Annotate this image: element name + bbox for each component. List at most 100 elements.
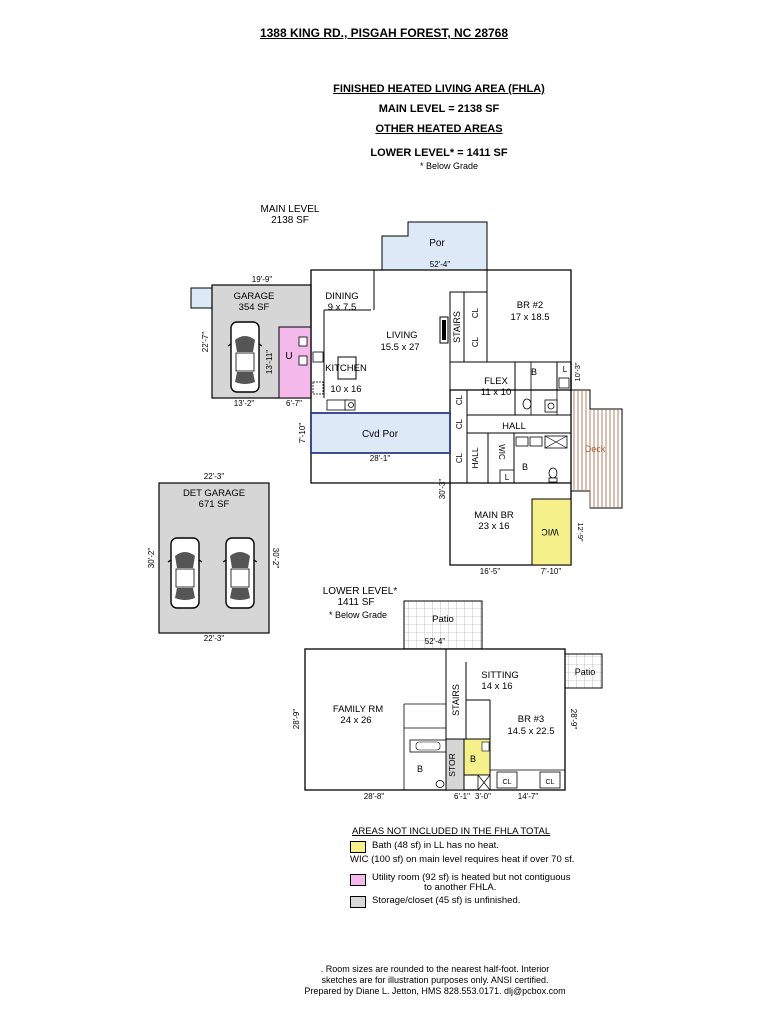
family-size: 24 x 26	[340, 715, 371, 726]
sitting-size: 14 x 16	[481, 681, 512, 692]
footer-line-2: sketches are for illustration purposes o…	[321, 975, 549, 985]
dim-garage-top: 19'-9"	[252, 275, 273, 284]
hall-label: HALL	[502, 421, 526, 432]
main-wic-yellow-label: WIC	[541, 527, 559, 537]
footer-line-3: Prepared by Diane L. Jetton, HMS 828.553…	[304, 986, 566, 996]
dining-size: 9 x 7.5	[328, 302, 357, 313]
garage-stoop	[190, 287, 213, 309]
det-dim-left: 30'-2"	[147, 548, 156, 569]
deck-label: Deck	[585, 444, 606, 454]
side-patio	[564, 653, 603, 689]
main-cl-3: CL	[455, 394, 464, 405]
lower-bath-1: B	[417, 764, 423, 774]
dim-top: 52'-4"	[430, 260, 451, 269]
lower-patio	[403, 600, 483, 650]
main-wic	[531, 498, 572, 566]
below-grade-note: * Below Grade	[419, 161, 479, 171]
bath-main-label: B	[522, 462, 528, 472]
lower-level-title: LOWER LEVEL*	[323, 586, 398, 597]
deck	[570, 389, 623, 509]
lower-walls	[304, 648, 566, 791]
family-label: FAMILY RM	[333, 704, 383, 715]
garage-label: GARAGE	[234, 291, 275, 302]
kitchen-island	[337, 356, 357, 380]
dim-cvd-left: 7'-10"	[298, 423, 307, 444]
dining-label: DINING	[325, 291, 358, 302]
porch-label: Por	[429, 238, 445, 249]
lower-dim-b3: 3'-0"	[475, 792, 491, 801]
flex-label: FLEX	[484, 376, 508, 387]
main-cl-1: CL	[471, 307, 480, 318]
legend-text-bath: Bath (48 sf) in LL has no heat.	[372, 840, 499, 851]
legend-text-utility: Utility room (92 sf) is heated but not c…	[372, 872, 571, 883]
sitting-label: SITTING	[481, 670, 518, 681]
other-heated-title: OTHER HEATED AREAS	[375, 123, 503, 135]
legend-swatch-yellow	[350, 841, 366, 853]
lower-bath-2: B	[470, 754, 476, 764]
dim-br-bottom: 16'-5"	[480, 567, 501, 576]
lower-dim-top: 52'-4"	[425, 637, 446, 646]
dim-garage-left: 22'-7"	[201, 332, 210, 353]
lower-level-area: LOWER LEVEL* = 1411 SF	[370, 147, 508, 159]
main-stairs-label: STAIRS	[452, 311, 462, 343]
dim-garage-bottom: 13'-2"	[234, 399, 255, 408]
legend-swatch-gray	[350, 896, 366, 908]
br3-label: BR #3	[518, 714, 544, 725]
legend-text-utility-2: to another FHLA.	[424, 882, 497, 893]
lower-stor-label: STOR	[447, 753, 457, 776]
main-cl-5: CL	[455, 452, 464, 463]
det-dim-top: 22'-3"	[204, 472, 225, 481]
main-wic-label: WIC	[497, 444, 506, 460]
side-patio-label: Patio	[575, 667, 596, 677]
main-level-sf: 2138 SF	[271, 215, 309, 226]
living-label: LIVING	[386, 330, 417, 341]
br3-size: 14.5 x 22.5	[507, 726, 554, 737]
flex-size: 11 x 10	[481, 387, 511, 398]
main-level-title: MAIN LEVEL	[261, 204, 320, 215]
garage-car	[227, 321, 263, 393]
legend-text-storage: Storage/closet (45 sf) is unfinished.	[372, 895, 521, 906]
linen-label-1: L	[563, 365, 568, 374]
legend-item-storage: Storage/closet (45 sf) is unfinished.	[350, 895, 520, 908]
lower-dim-right: 28'-9"	[569, 709, 578, 730]
legend-text-wic: WIC (100 sf) on main level requires heat…	[350, 854, 575, 865]
lower-dim-b1: 28'-8"	[364, 792, 385, 801]
kitchen-size: 10 x 16	[330, 384, 361, 395]
lower-stairs-label: STAIRS	[451, 684, 461, 716]
dim-cvd-bottom: 28'-1"	[370, 454, 391, 463]
cvd-por-label: Cvd Por	[362, 429, 399, 440]
lower-dim-b4: 14'-7"	[518, 792, 539, 801]
address-title: 1388 KING RD., PISGAH FOREST, NC 28768	[259, 26, 509, 40]
det-garage-label: DET GARAGE	[183, 488, 245, 499]
br2-label: BR #2	[517, 300, 543, 311]
legend-item-utility: Utility room (92 sf) is heated but not c…	[350, 873, 571, 893]
garage-sf: 354 SF	[239, 302, 270, 313]
br2-size: 17 x 18.5	[510, 312, 549, 323]
bath-flex-label: B	[531, 367, 537, 377]
covered-porch	[310, 412, 451, 454]
utility-label: U	[285, 351, 292, 362]
det-garage-car-1	[167, 537, 203, 609]
main-level-area: MAIN LEVEL = 2138 SF	[378, 103, 500, 115]
legend-title: AREAS NOT INCLUDED IN THE FHLA TOTAL	[352, 826, 551, 837]
legend-item-bath: Bath (48 sf) in LL has no heat.	[350, 840, 499, 853]
legend-swatch-pink	[350, 874, 366, 886]
dim-garage-inner: 13'-11"	[265, 350, 274, 374]
living-size: 15.5 x 27	[380, 342, 419, 353]
lower-dim-left: 28'-9"	[292, 709, 301, 730]
linen-label-2: L	[505, 473, 510, 482]
main-br-label: MAIN BR	[474, 510, 514, 521]
det-dim-right: 30'-2"	[271, 548, 280, 569]
kitchen-label: KITCHEN	[325, 363, 367, 374]
det-garage-car-2	[222, 537, 258, 609]
lower-cl-2: CL	[546, 779, 555, 786]
det-dim-bottom: 22'-3"	[204, 634, 225, 643]
hall-vertical-label: HALL	[470, 447, 480, 469]
lower-dim-b2: 6'-1"	[454, 792, 470, 801]
dim-main-right: 12'-9"	[576, 522, 585, 541]
det-garage-sf: 671 SF	[199, 499, 230, 510]
dim-right-short: 10'-3"	[573, 362, 582, 381]
main-cl-4: CL	[455, 418, 464, 429]
dim-wic-bottom: 7'-10"	[541, 567, 562, 576]
